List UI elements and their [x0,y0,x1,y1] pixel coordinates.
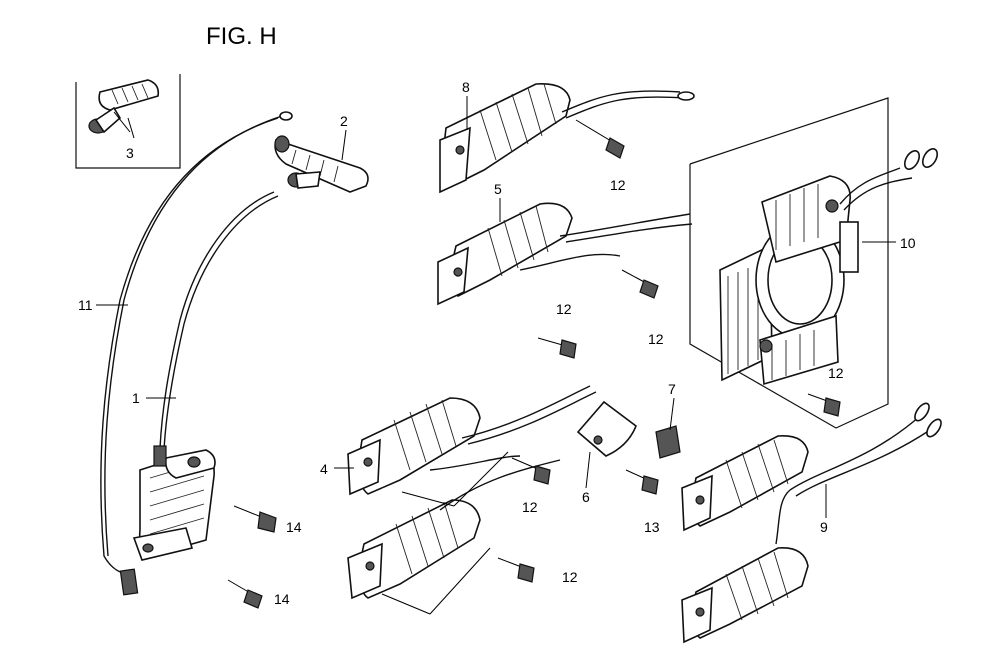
bolt-12-top [575,119,625,159]
bolt-14-lower [227,579,263,609]
part-10-stator [689,97,939,429]
part-2-plug-cap [274,135,369,193]
callout-13: 13 [644,519,660,535]
part-1-wire [159,191,279,451]
part-7-clip [655,425,681,459]
part-8-coil [439,83,695,194]
bolt-12-mid-right [621,269,659,299]
bolt-14-upper [233,505,277,533]
callout-12-mid-left: 12 [556,301,572,317]
callout-5: 5 [494,181,502,197]
part-4-coil [347,385,597,496]
callout-1: 1 [132,390,140,406]
callout-3: 3 [126,145,134,161]
part-9-coil-pair [681,402,942,644]
bolt-12-mid-left [537,337,577,359]
callout-12-coil4: 12 [522,499,538,515]
bolt-12-coil4 [511,457,551,485]
callout-10: 10 [900,235,916,251]
part-6-bracket [576,400,637,457]
figure-title: FIG. H [206,23,277,50]
ignition-coil-assembly [132,445,216,561]
bolt-12-stator [807,393,841,417]
callout-11: 11 [78,297,93,313]
leader-lines [96,96,896,615]
callout-7: 7 [668,381,676,397]
callout-12-stator: 12 [828,365,844,381]
bolt-13 [625,469,659,495]
callout-14-upper: 14 [286,519,302,535]
callout-9: 9 [820,519,828,535]
callout-12-mid-right: 12 [648,331,664,347]
part-5-coil [437,202,693,306]
lower-coil [347,459,561,600]
callout-4: 4 [320,461,328,477]
part-3-inset [75,74,181,169]
callout-14-lower: 14 [274,591,290,607]
callout-8: 8 [462,79,470,95]
bolt-12-lower [497,557,535,583]
callout-6: 6 [582,489,590,505]
callouts: 3 2 11 1 8 12 5 10 12 12 12 7 4 12 6 13 … [78,79,916,607]
part-11-wire [100,111,293,596]
callout-12-top: 12 [610,177,626,193]
callout-2: 2 [340,113,348,129]
callout-12-lower: 12 [562,569,578,585]
